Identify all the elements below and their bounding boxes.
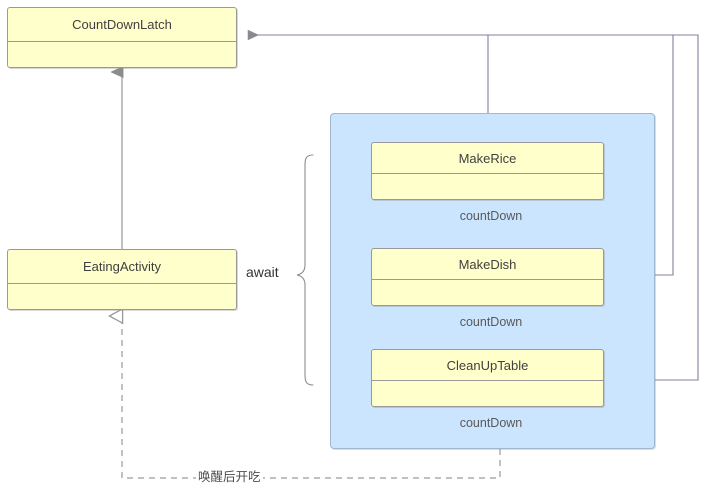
countdown-text-makedish: countDown xyxy=(459,315,523,329)
await-brace xyxy=(296,154,314,386)
await-label: await xyxy=(246,264,279,280)
wake-up-note-label: 唤醒后开吃 xyxy=(196,466,263,485)
class-box-eatingactivity[interactable]: EatingActivity xyxy=(7,249,237,310)
countdown-label-makerice: countDown xyxy=(437,206,545,226)
class-title-countdownlatch: CountDownLatch xyxy=(8,8,236,42)
class-box-makerice[interactable]: MakeRice xyxy=(371,142,604,200)
countdown-text-makerice: countDown xyxy=(459,209,523,223)
class-title-cleanuptable: CleanUpTable xyxy=(372,350,603,381)
class-title-eatingactivity: EatingActivity xyxy=(8,250,236,284)
class-body-makedish xyxy=(372,280,603,306)
class-box-makedish[interactable]: MakeDish xyxy=(371,248,604,306)
connector-tasks-to-eating xyxy=(122,316,501,479)
class-body-eatingactivity xyxy=(8,284,236,310)
countdown-label-cleanuptable: countDown xyxy=(437,413,545,433)
class-body-cleanuptable xyxy=(372,381,603,407)
class-body-makerice xyxy=(372,174,603,200)
countdown-text-cleanuptable: countDown xyxy=(459,416,523,430)
countdown-label-makedish: countDown xyxy=(437,312,545,332)
class-title-makedish: MakeDish xyxy=(372,249,603,280)
class-box-countdownlatch[interactable]: CountDownLatch xyxy=(7,7,237,68)
class-box-cleanuptable[interactable]: CleanUpTable xyxy=(371,349,604,407)
class-title-makerice: MakeRice xyxy=(372,143,603,174)
class-body-countdownlatch xyxy=(8,42,236,68)
